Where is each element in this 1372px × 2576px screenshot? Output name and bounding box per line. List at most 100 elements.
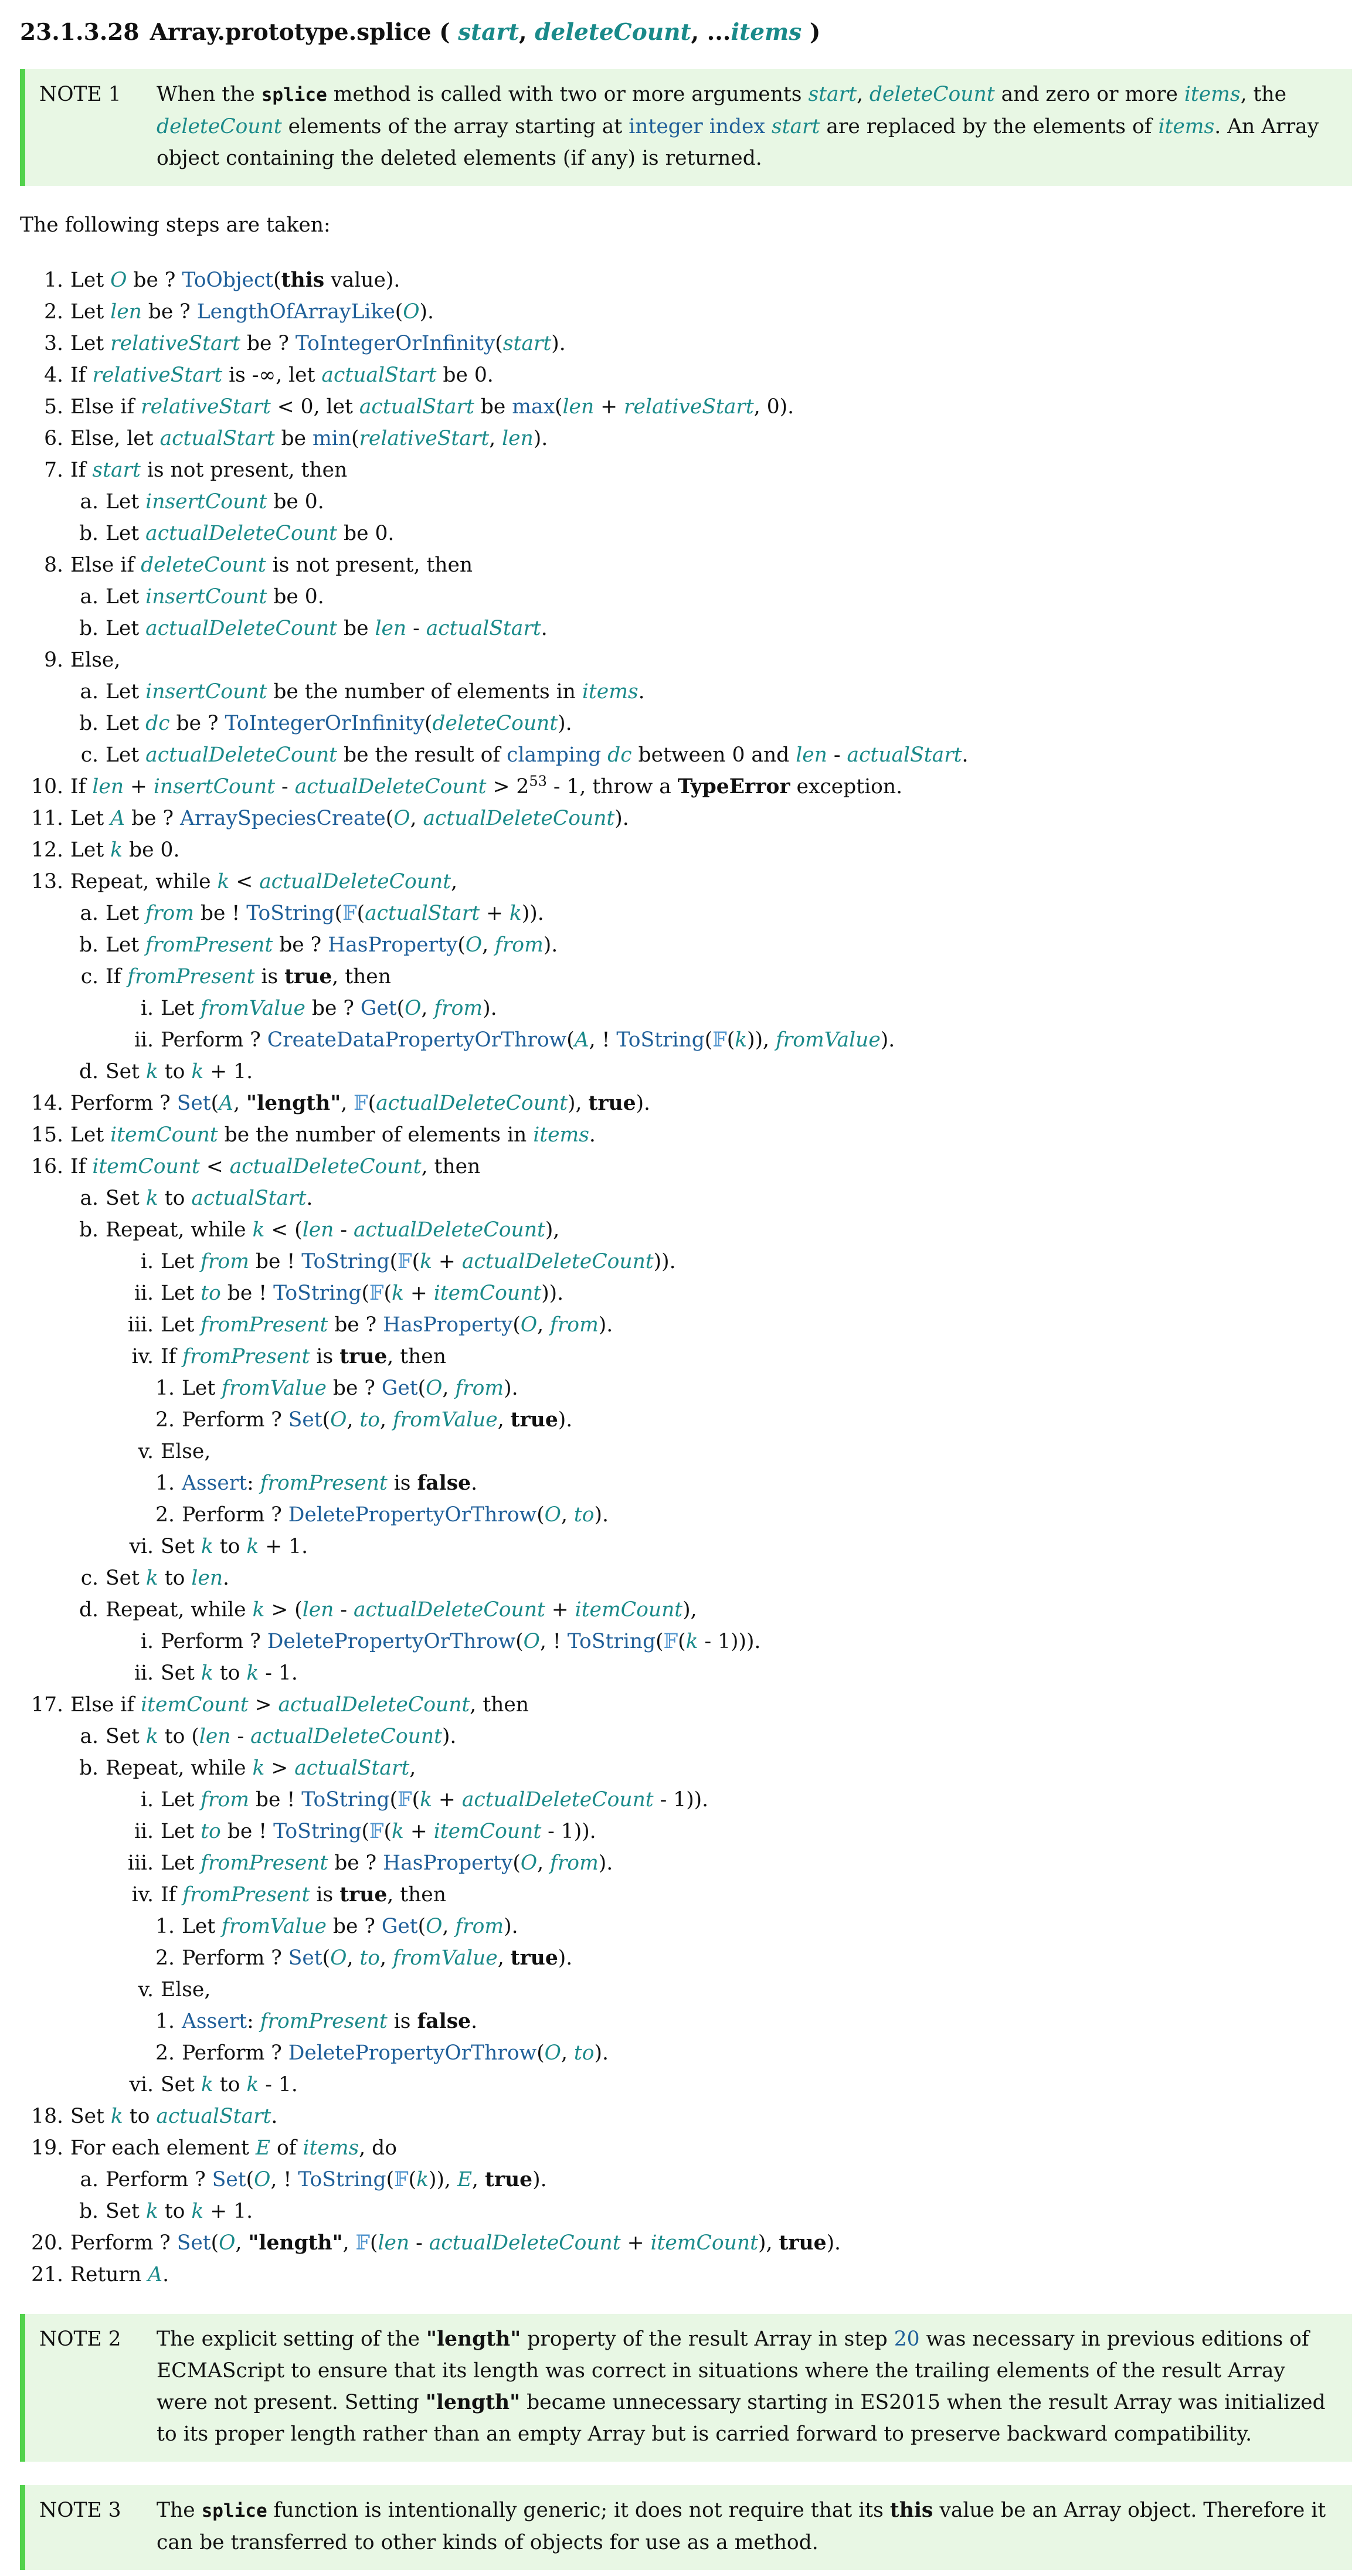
abstract-op-link[interactable]: DeletePropertyOrThrow	[288, 2041, 537, 2065]
algorithm-step: 5.Else if relativeStart < 0, let actualS…	[20, 391, 1352, 423]
text-run: be 0.	[267, 490, 324, 514]
text-run: be 0.	[123, 838, 180, 862]
abstract-op-link[interactable]: ToString	[273, 1282, 362, 1305]
text-run: (	[383, 1820, 392, 1843]
step-text: Let to be ! ToString(𝔽(k + itemCount - 1…	[161, 1816, 1352, 1847]
text-run: .	[223, 1566, 230, 1590]
step-marker: 4.	[44, 363, 63, 387]
abstract-op-link[interactable]: min	[313, 427, 351, 450]
abstract-op-link[interactable]: clamping	[507, 743, 602, 767]
text-run: (	[412, 1788, 420, 1812]
param-sep2: , ...	[691, 19, 731, 46]
text-run: Perform ?	[70, 1092, 177, 1115]
text-run: (	[408, 2168, 417, 2191]
variable: E	[457, 2168, 473, 2191]
abstract-op-link[interactable]: ToString	[298, 2168, 386, 2191]
number-conversion: 𝔽	[663, 1630, 678, 1653]
text-run: ).	[483, 997, 497, 1020]
step-text: Perform ? CreateDataPropertyOrThrow(A, !…	[161, 1024, 1352, 1056]
abstract-op-link[interactable]: Assert	[182, 1471, 247, 1495]
abstract-op-link[interactable]: Set	[176, 2231, 211, 2255]
abstract-op-link[interactable]: HasProperty	[383, 1313, 513, 1337]
abstract-op-link[interactable]: ToString	[301, 1788, 390, 1812]
text-run: + 1.	[259, 1535, 308, 1558]
step-text: Let from be ! ToString(𝔽(actualStart + k…	[106, 898, 1352, 929]
variable: actualDeleteCount	[423, 807, 615, 830]
text-run: ).	[598, 1851, 613, 1875]
abstract-op-link[interactable]: Set	[176, 1092, 211, 1115]
text-run: be ?	[305, 997, 361, 1020]
abstract-op-link[interactable]: Get	[360, 997, 397, 1020]
term-link[interactable]: integer index	[629, 115, 765, 138]
text-run: + 1.	[203, 1060, 253, 1083]
variable: actualDeleteCount	[376, 1092, 568, 1115]
abstract-op-link[interactable]: HasProperty	[328, 933, 458, 957]
text-run: -	[334, 1218, 354, 1242]
abstract-op-link[interactable]: ToIntegerOrInfinity	[295, 332, 495, 355]
text-run: Else, let	[70, 427, 160, 450]
variable: actualDeleteCount	[229, 1155, 422, 1178]
term-link[interactable]: 20	[894, 2327, 920, 2351]
abstract-op-link[interactable]: ToString	[567, 1630, 656, 1653]
algorithm-step: c.If fromPresent is true, then	[20, 961, 1352, 993]
variable: O	[110, 269, 127, 292]
abstract-op-link[interactable]: ToString	[246, 902, 335, 925]
text-run: was necessary in previous editions of EC…	[157, 2327, 1309, 2414]
text-run: be ?	[326, 1915, 382, 1938]
text-run: , !	[270, 2168, 298, 2191]
variable: dc	[607, 743, 632, 767]
text-run: :	[247, 2010, 260, 2033]
variable: A	[148, 2263, 163, 2286]
abstract-op-link[interactable]: ToObject	[182, 269, 274, 292]
step-text: Let to be ! ToString(𝔽(k + itemCount)).	[161, 1277, 1352, 1309]
step-marker: 12.	[31, 838, 63, 862]
abstract-op-link[interactable]: ArraySpeciesCreate	[180, 807, 386, 830]
text-run: ,	[347, 1408, 360, 1432]
text-run: ),	[682, 1598, 697, 1622]
text-run: + 1.	[203, 2200, 253, 2223]
abstract-op-link[interactable]: ToIntegerOrInfinity	[225, 712, 424, 735]
text-run: between 0 and	[631, 743, 796, 767]
param-start: start	[458, 19, 519, 46]
algorithm-step: 16.If itemCount < actualDeleteCount, the…	[20, 1151, 1352, 1182]
step-text: Perform ? Set(O, ! ToString(𝔽(k)), E, tr…	[106, 2164, 1352, 2196]
text-run: Perform ?	[106, 2168, 212, 2191]
abstract-op-link[interactable]: Get	[381, 1915, 418, 1938]
abstract-op-link[interactable]: max	[512, 395, 555, 419]
step-text: Set k to k - 1.	[161, 2069, 1352, 2101]
variable: actualDeleteCount	[353, 1218, 545, 1242]
abstract-op-link[interactable]: CreateDataPropertyOrThrow	[267, 1028, 567, 1052]
variable: k	[252, 1598, 265, 1622]
code: splice	[201, 2500, 267, 2521]
text-run: ,	[497, 1946, 511, 1970]
text-run: ,	[537, 1313, 551, 1337]
abstract-op-link[interactable]: Set	[288, 1946, 322, 1970]
algorithm-step: 9.Else,	[20, 644, 1352, 676]
text-run: (	[566, 1028, 575, 1052]
variable: O	[403, 300, 420, 324]
variable: k	[191, 2200, 204, 2223]
variable: fromPresent	[182, 1883, 310, 1906]
abstract-op-link[interactable]: DeletePropertyOrThrow	[267, 1630, 516, 1653]
abstract-op-link[interactable]: ToString	[301, 1250, 390, 1273]
variable: k	[416, 2168, 429, 2191]
abstract-op-link[interactable]: ToString	[273, 1820, 362, 1843]
abstract-op-link[interactable]: DeletePropertyOrThrow	[288, 1503, 537, 1527]
abstract-op-link[interactable]: HasProperty	[383, 1851, 513, 1875]
text-run: are replaced by the elements of	[820, 115, 1159, 138]
abstract-op-link[interactable]: Set	[212, 2168, 246, 2191]
abstract-op-link[interactable]: LengthOfArrayLike	[196, 300, 395, 324]
abstract-op-link[interactable]: Get	[381, 1377, 418, 1400]
text-run: (	[361, 1820, 369, 1843]
variable: k	[217, 870, 230, 893]
variable: actualStart	[321, 363, 437, 387]
text-run: Set	[106, 1060, 146, 1083]
text-run: ),	[545, 1218, 560, 1242]
algorithm-step: a.Let insertCount be 0.	[20, 486, 1352, 518]
abstract-op-link[interactable]: Set	[288, 1408, 322, 1432]
abstract-op-link[interactable]: ToString	[616, 1028, 705, 1052]
algorithm-step: a.Set k to (len - actualDeleteCount).	[20, 1721, 1352, 1752]
abstract-op-link[interactable]: Assert	[182, 2010, 247, 2033]
text-run: Let	[106, 743, 146, 767]
text-run: ).	[551, 332, 566, 355]
